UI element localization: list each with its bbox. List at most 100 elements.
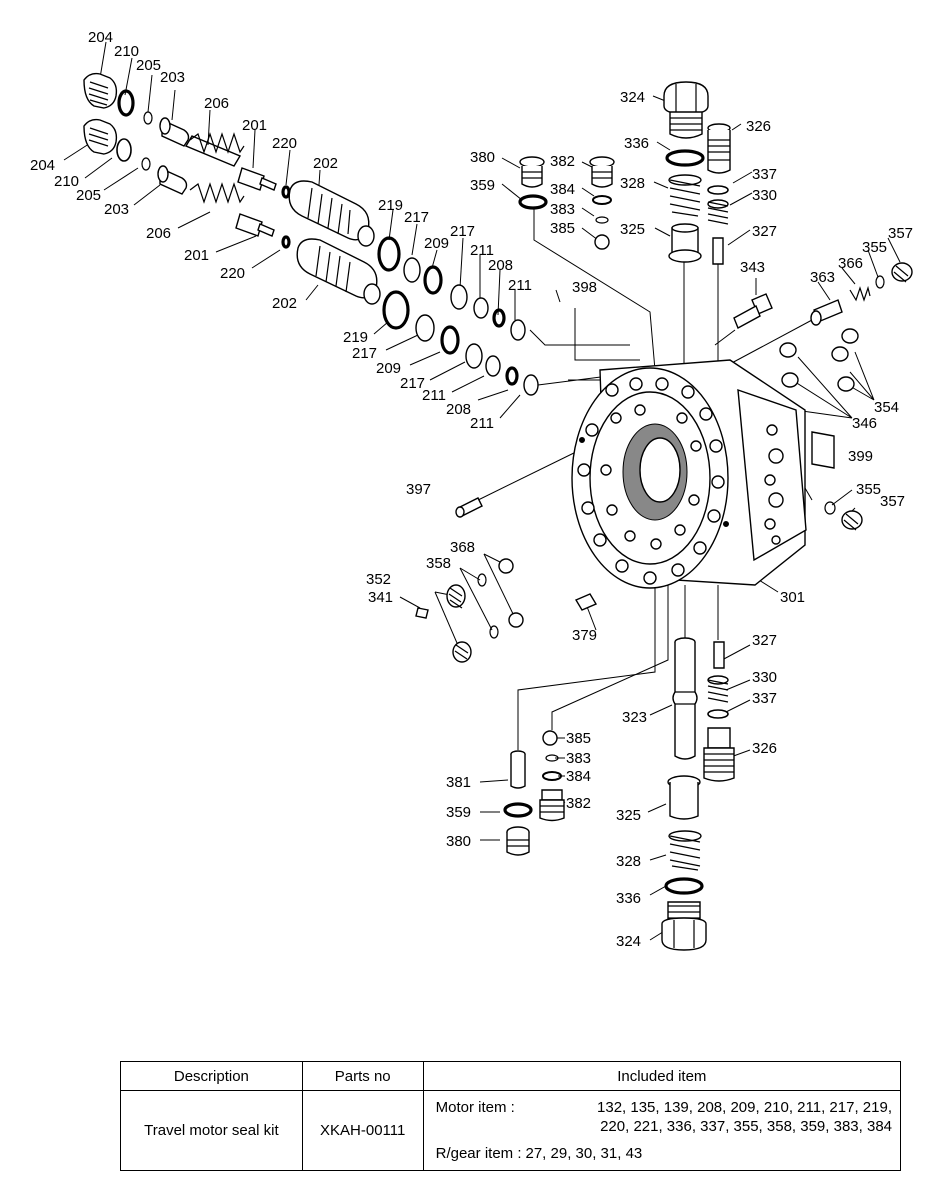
ring-337-top [707, 185, 729, 195]
table-row: Travel motor seal kit XKAH-00111 Motor i… [120, 1090, 902, 1171]
exploded-parts-diagram: 204 210 205 203 206 201 220 202 219 217 … [30, 29, 913, 951]
ring-337-bottom [707, 709, 729, 719]
label-326-bottom: 326 [752, 740, 777, 757]
label-330-top: 330 [752, 187, 777, 204]
plug-380-top [519, 156, 545, 188]
plug-352-upper [446, 584, 466, 609]
rgear-item-values: 27, 29, 30, 31, 43 [525, 1145, 643, 1162]
rgear-items: R/gear item : 27, 29, 30, 31, 43 [436, 1144, 892, 1163]
label-204-upper: 204 [88, 29, 113, 46]
label-381: 381 [446, 774, 471, 791]
motor-item-line-2: 220, 221, 336, 337, 355, 358, 359, 383, … [600, 1118, 892, 1135]
label-325-bottom: 325 [616, 807, 641, 824]
label-346: 346 [852, 415, 877, 432]
plug-382-top [589, 156, 615, 188]
label-209-lower: 209 [376, 360, 401, 377]
bottom-center-parts [503, 637, 735, 951]
label-211b-lower: 211 [470, 415, 494, 432]
hex-plug-324-top [663, 81, 709, 139]
label-220-lower: 220 [220, 265, 245, 282]
ring-211-upper [473, 297, 489, 319]
label-326-top: 326 [746, 118, 771, 135]
label-359-top: 359 [470, 177, 495, 194]
label-217-lower: 217 [352, 345, 377, 362]
motor-item-line-1: 132, 135, 139, 208, 209, 210, 211, 217, … [597, 1099, 892, 1116]
plug-204-lower [83, 118, 118, 155]
flange-bolt-holes [577, 377, 725, 585]
label-385-top: 385 [550, 220, 575, 237]
oring-209-upper [423, 265, 443, 295]
plugs-354-346 [779, 328, 859, 392]
label-324-bottom: 324 [616, 933, 641, 950]
spool-363 [810, 299, 843, 326]
label-358: 358 [426, 555, 451, 572]
oring-384-bottom [542, 771, 562, 781]
ring-355-bottom [824, 501, 836, 515]
ring-358-upper [477, 573, 487, 587]
plug-357-bottom [841, 510, 863, 531]
label-210-lower: 210 [54, 173, 79, 190]
label-220-upper: 220 [272, 135, 297, 152]
label-204-lower: 204 [30, 157, 55, 174]
ball-385-top [594, 234, 610, 250]
hex-plug-324-bottom [661, 901, 707, 951]
oring-208-upper [492, 308, 506, 328]
spool-201-lower [235, 213, 275, 237]
pin-379 [574, 593, 598, 611]
header-included-item: Included item [422, 1061, 902, 1091]
oring-209-lower [440, 325, 460, 355]
plug-352-lower [452, 641, 472, 663]
label-330-bottom: 330 [752, 669, 777, 686]
label-337-top: 337 [752, 166, 777, 183]
label-336-bottom: 336 [616, 890, 641, 907]
label-208-lower: 208 [446, 401, 471, 418]
bolt-343 [733, 293, 773, 329]
oring-336-top [665, 149, 705, 167]
label-363: 363 [810, 269, 835, 286]
spool-323 [672, 637, 698, 760]
ring-211-lower [485, 355, 501, 377]
ring-205-lower [141, 157, 151, 171]
label-357-bottom: 357 [880, 493, 905, 510]
spring-330-top [707, 199, 729, 225]
spool-203-upper [159, 117, 190, 147]
label-217b-lower: 217 [400, 375, 425, 392]
table-header-row: Description Parts no Included item [120, 1061, 902, 1091]
label-352: 352 [366, 571, 391, 588]
ring-211b-lower [523, 374, 539, 396]
pin-381 [510, 750, 526, 789]
label-201-lower: 201 [184, 247, 209, 264]
label-217-upper: 217 [404, 209, 429, 226]
motor-items: Motor item : 132, 135, 139, 208, 209, 21… [436, 1098, 892, 1136]
ball-385-bottom [542, 730, 558, 746]
label-384-top: 384 [550, 181, 575, 198]
label-355-top: 355 [862, 239, 887, 256]
label-382-top: 382 [550, 153, 575, 170]
label-337-bottom: 337 [752, 690, 777, 707]
spool-203-lower [157, 165, 188, 195]
spring-328-bottom [668, 830, 702, 871]
label-355-bottom: 355 [856, 481, 881, 498]
label-383-bottom: 383 [566, 750, 591, 767]
spool-201-upper [237, 167, 277, 191]
ring-217b-lower [465, 343, 483, 369]
plug-326-bottom [703, 727, 735, 782]
plug-326-top [707, 123, 731, 174]
label-217b-upper: 217 [450, 223, 475, 240]
oring-219-lower [382, 290, 410, 330]
label-323: 323 [622, 709, 647, 726]
cap-325-bottom [667, 775, 701, 820]
cap-325-top [668, 223, 702, 263]
label-380-bottom: 380 [446, 833, 471, 850]
label-210-upper: 210 [114, 43, 139, 60]
valve-row-upper [83, 72, 526, 341]
rgear-item-caption: R/gear item : [435, 1145, 522, 1162]
ring-358-lower [489, 625, 499, 639]
oring-384-top [592, 195, 612, 205]
label-208-upper: 208 [488, 257, 513, 274]
pin-397 [455, 497, 483, 518]
label-203-upper: 203 [160, 69, 185, 86]
ball-368-upper [498, 558, 514, 574]
label-327-top: 327 [752, 223, 777, 240]
plug-357-top [891, 262, 913, 283]
